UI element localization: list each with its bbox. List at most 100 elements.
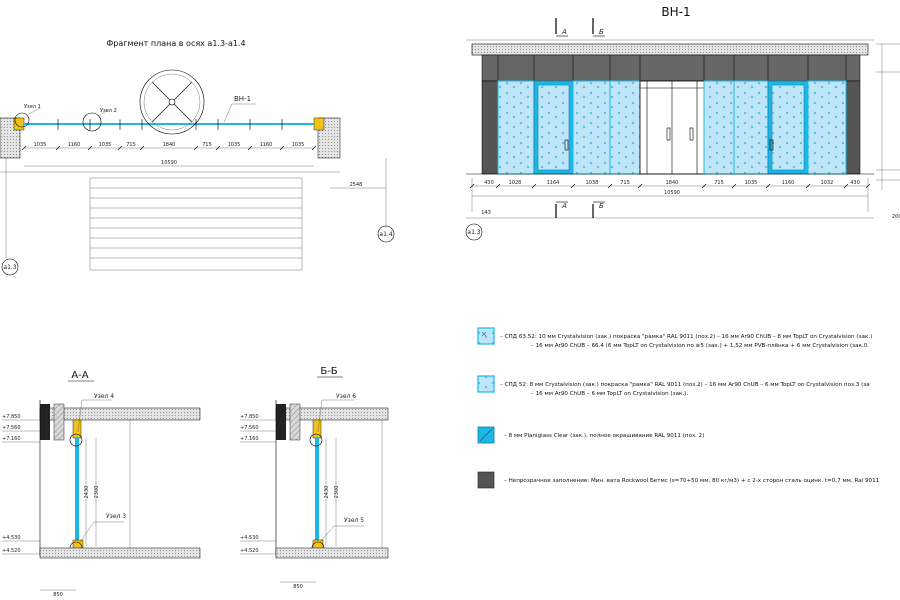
section-bb-levels: +7.850 +7.560 +7.160 +4.530 +4.520 xyxy=(240,414,276,555)
elevation-title: ВН-1 xyxy=(661,5,690,19)
elevation-opaque-right xyxy=(845,80,861,175)
legend-swatch-opaque-fill xyxy=(477,471,495,489)
section-bb-dim-bottom: 850 xyxy=(293,584,303,590)
legend-item-1-line-2: – 16 мм Ar90 ChUB – 66.4 (6 мм TopLT on … xyxy=(531,343,869,349)
dim-tick xyxy=(247,145,253,151)
section-bb-title: Б-Б xyxy=(320,366,337,377)
section-mark-b-top: Б xyxy=(599,28,604,36)
section-bb-dim-1: 2430 xyxy=(324,486,330,499)
section-aa-level-3: +7.160 xyxy=(2,436,21,442)
plan-dim-8: 1160 xyxy=(260,142,273,148)
dim-tick xyxy=(311,145,317,151)
section-aa-level-5: +4.520 xyxy=(2,548,21,554)
legend-item-1-line-1: – СПД 63.52: 10 мм Crystalvision (зак.) … xyxy=(500,334,872,340)
plan-dim-2: 1160 xyxy=(68,142,81,148)
plan-dim-total: 10590 xyxy=(161,160,177,166)
legend-item-4-line-1: – Непрозрачное заполнение: Мин. вата Roc… xyxy=(504,478,880,484)
plan-right-dim: 2548 xyxy=(350,182,363,188)
section-bb-floor xyxy=(275,547,389,559)
legend-item-2-line-1: – СПД 52: 8 мм Crystalvision (зак.) покр… xyxy=(500,382,870,388)
dim-tick xyxy=(805,183,811,189)
section-bb-level-5: +4.520 xyxy=(240,548,259,554)
elevation-transom-row xyxy=(481,54,861,82)
dim-tick xyxy=(139,145,145,151)
section-bb-level-2: +7.560 xyxy=(240,425,259,431)
section-aa-glass xyxy=(75,438,79,546)
section-mark-a-bottom: А xyxy=(561,202,567,210)
section-aa: А-А +7.850 +7.560 +7.160 +4.530 +4.520 У… xyxy=(2,370,201,598)
elevation-axis: а1.3 xyxy=(467,229,480,236)
elevation-glass-panel-1 xyxy=(497,80,535,175)
section-aa-node-top: Узел 4 xyxy=(94,393,114,400)
plan-fragment: Фрагмент плана в осях а1.3-а1.4 xyxy=(0,39,395,276)
dim-tick xyxy=(117,145,123,151)
section-bb-dim-2: 2300 xyxy=(334,486,340,499)
section-mark-a-top: А xyxy=(561,28,567,36)
section-bb-wall-top xyxy=(276,404,286,440)
section-aa-level-1: +7.850 xyxy=(2,414,21,420)
dim-tick xyxy=(495,183,501,189)
plan-axis-right: а1.4 xyxy=(379,231,392,238)
section-bb-level-4: +4.530 xyxy=(240,535,259,541)
section-aa-level-2: +7.560 xyxy=(2,425,21,431)
section-aa-floor xyxy=(39,547,201,559)
elevation-axis-bubble xyxy=(465,223,483,241)
dim-tick xyxy=(607,183,613,189)
plan-axis-right-bubble xyxy=(377,225,395,243)
plan-mullions xyxy=(57,119,283,130)
dim-tick xyxy=(21,145,27,151)
elevation-glass-panel-4 xyxy=(609,80,641,175)
dim-tick xyxy=(637,183,643,189)
plan-dim-ticks xyxy=(21,145,317,151)
plan-dim-4: 715 xyxy=(126,142,136,148)
elevation-dim-9: 1160 xyxy=(782,180,795,186)
dim-tick xyxy=(570,183,576,189)
plan-title: Фрагмент плана в осях а1.3-а1.4 xyxy=(106,39,245,48)
section-bb-glass xyxy=(315,438,319,546)
section-aa-level-4: +4.530 xyxy=(2,535,21,541)
elevation-dim-10: 1032 xyxy=(821,180,834,186)
dim-tick xyxy=(731,183,737,189)
elevation-dim-1: 430 xyxy=(484,180,494,186)
dim-tick xyxy=(215,145,221,151)
plan-insulation-right xyxy=(313,117,325,131)
plan-dim-3: 1035 xyxy=(99,142,112,148)
section-aa-node-bottom: Узел 3 xyxy=(106,513,126,520)
plan-dim-5: 1840 xyxy=(163,142,176,148)
plan-insulation-left xyxy=(13,117,25,131)
plan-axis-left: а1.3 xyxy=(3,264,16,271)
elevation-dim-11: 430 xyxy=(850,180,860,186)
elevation-left-small-dim: 143 xyxy=(481,210,491,216)
dim-tick xyxy=(469,183,475,189)
dim-tick xyxy=(843,183,849,189)
elevation-dim-2: 1028 xyxy=(509,180,522,186)
elevation-top-slab xyxy=(471,43,869,56)
elevation-dim-ticks xyxy=(469,183,871,189)
section-marks-top: А Б xyxy=(555,18,605,37)
elevation-dim-total: 10590 xyxy=(664,190,680,196)
section-bb-level-3: +7.160 xyxy=(240,436,259,442)
dim-tick xyxy=(531,183,537,189)
elevation-glass-panel-9 xyxy=(807,80,847,175)
plan-dim-1: 1035 xyxy=(34,142,47,148)
dim-tick xyxy=(765,183,771,189)
plan-dim-9: 1035 xyxy=(292,142,305,148)
dim-tick xyxy=(279,145,285,151)
legend-swatch-glass-spd-52 xyxy=(477,375,495,393)
dim-tick xyxy=(865,183,871,189)
callout-node-1-label: Узел 1 xyxy=(24,104,41,110)
section-marks-bottom: А Б xyxy=(555,201,605,218)
elevation-opaque-left xyxy=(481,80,499,175)
elevation-glass-panel-7 xyxy=(733,80,769,175)
plan-dim-7: 1035 xyxy=(228,142,241,148)
callout-node-1 xyxy=(14,112,30,128)
elevation-dim-7: 715 xyxy=(714,180,724,186)
elevation-level-marks xyxy=(876,43,900,190)
section-bb: Б-Б +7.850 +7.560 +7.160 +4.530 +4.520 У… xyxy=(240,366,389,590)
elevation-glass-panel-6 xyxy=(703,80,735,175)
plan-tag: ВН-1 xyxy=(234,95,251,103)
elevation-dim-3: 1164 xyxy=(547,180,560,186)
dim-tick xyxy=(193,145,199,151)
dim-tick xyxy=(701,183,707,189)
